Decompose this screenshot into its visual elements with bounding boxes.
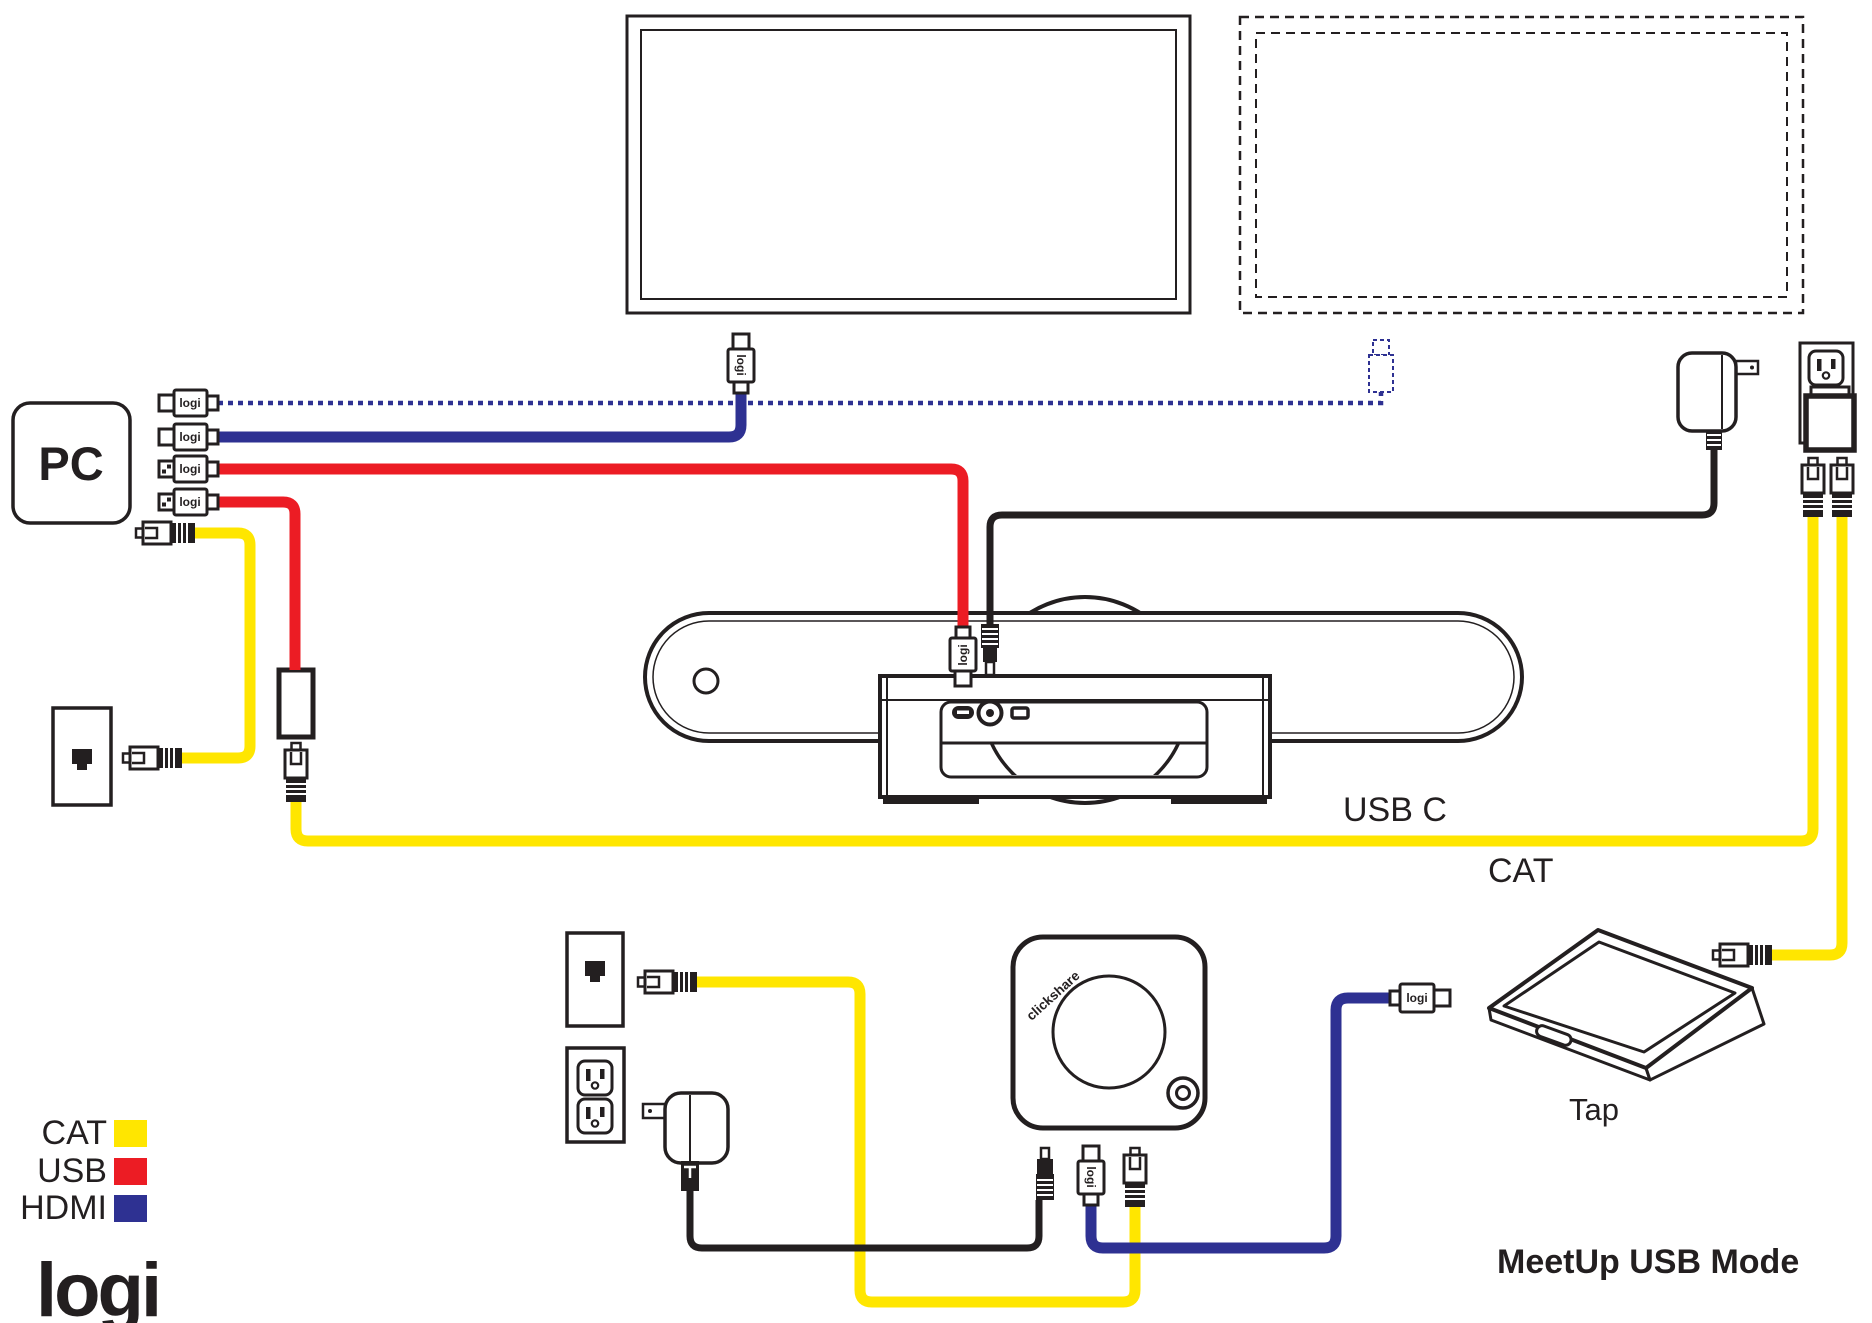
usb-c-label: USB C xyxy=(1343,791,1447,829)
ethernet-wall-plate-left xyxy=(51,706,113,807)
adapter-body xyxy=(663,1091,730,1165)
clickshare-button xyxy=(1166,1076,1200,1110)
cat-power-injector-block xyxy=(1803,393,1857,453)
tap-controller xyxy=(1487,928,1766,1082)
svg-text:logi: logi xyxy=(1406,991,1427,1005)
legend-usb-label: USB xyxy=(37,1152,107,1190)
injector-rj45-connector-left xyxy=(1800,456,1826,519)
outlet-socket-icon xyxy=(576,1059,614,1097)
duplex-outlet-plate xyxy=(565,1046,626,1144)
outlet-socket-icon xyxy=(1807,349,1845,387)
power-port xyxy=(976,699,1004,727)
logi-logo: logi xyxy=(36,1248,159,1323)
meetup-camera-bar xyxy=(643,595,1524,805)
mode-title: MeetUp USB Mode xyxy=(1497,1243,1799,1281)
tap-label: Tap xyxy=(1569,1092,1619,1127)
injector-rj45-connector-right xyxy=(1829,456,1855,519)
legend-cat-label: CAT xyxy=(42,1114,107,1152)
aux-port xyxy=(1010,706,1030,720)
bracket-foot-right xyxy=(1171,797,1267,804)
pc-usb-connector-1 xyxy=(157,454,220,484)
pc-hdmi-connector-1 xyxy=(157,388,220,418)
tap-rj45-connector xyxy=(1711,942,1774,968)
cat-cable-wallplate-to-clickshare xyxy=(697,976,1141,1308)
bracket-foot-left xyxy=(883,797,979,804)
ethernet-wall-plate-bottom xyxy=(565,931,625,1028)
display-primary xyxy=(625,14,1192,315)
tap-screen xyxy=(1502,940,1737,1054)
legend-cat-swatch xyxy=(114,1120,147,1147)
cat-cable-pc-to-wallplate xyxy=(182,527,256,764)
clickshare-rj45-connector xyxy=(1122,1146,1148,1209)
wallplate-rj45-connector-bottom xyxy=(636,969,699,995)
tap-cable-slot xyxy=(1535,1024,1573,1047)
pc-usb-connector-2 xyxy=(157,487,220,517)
outlet-socket-icon xyxy=(576,1097,614,1135)
display-primary-screen xyxy=(640,29,1177,300)
hdmi-cable-clickshare-to-tap xyxy=(1085,992,1392,1254)
mount-bracket xyxy=(878,674,1272,804)
wall-outlet-top-right xyxy=(1798,341,1857,453)
cat-cable-injector-to-tap xyxy=(1772,515,1848,961)
usb-cat-extender-box xyxy=(276,667,316,740)
rear-port-panel xyxy=(939,700,1209,779)
cat-cable-extender-to-injector xyxy=(290,515,1819,847)
hdmi-cable-optional-dashed xyxy=(218,392,1384,406)
power-cord-clickshare xyxy=(686,1191,1043,1252)
cables xyxy=(182,391,1848,1308)
legend-hdmi-swatch xyxy=(114,1195,147,1222)
clickshare-device: clickshare xyxy=(1010,934,1208,1131)
power-adapter-bottom xyxy=(641,1091,730,1191)
usb-c-port xyxy=(952,706,974,719)
legend-usb-swatch xyxy=(114,1158,147,1185)
mic-hole xyxy=(692,667,720,695)
display1-hdmi-connector xyxy=(726,332,756,395)
meetup-power-connector xyxy=(981,624,999,677)
legend: CAT USB HDMI xyxy=(20,1114,147,1227)
adapter-barrel xyxy=(1706,430,1722,450)
pc-rj45-connector xyxy=(134,520,197,546)
adapter-barrel xyxy=(681,1161,699,1191)
usb-cable-pc-to-meetup xyxy=(218,463,969,627)
pc-hdmi-connector-2 xyxy=(157,422,220,452)
extender-rj45-connector xyxy=(283,741,309,804)
usb-cable-pc-to-extender xyxy=(218,496,301,670)
clickshare-usb-connector xyxy=(1076,1144,1106,1207)
wallplate-rj45-connector-left xyxy=(121,745,184,771)
display-optional-frame xyxy=(1238,15,1805,315)
power-adapter-top xyxy=(1676,351,1760,450)
power-cord-meetup xyxy=(986,450,1718,626)
clickshare-ring xyxy=(1051,974,1167,1090)
adapter-prong xyxy=(1734,359,1760,376)
pc-box: PC xyxy=(11,401,132,525)
hdmi-cable-display1 xyxy=(218,391,747,443)
display-optional-dashed xyxy=(1238,15,1805,315)
cat-label: CAT xyxy=(1488,852,1553,890)
legend-hdmi-label: HDMI xyxy=(20,1189,107,1227)
tap-hdmi-connector: logi xyxy=(1388,982,1452,1014)
display2-hdmi-connector-dashed xyxy=(1368,339,1394,393)
display-optional-screen xyxy=(1255,32,1788,298)
clickshare-power-connector xyxy=(1036,1146,1054,1200)
adapter-body xyxy=(1676,351,1738,433)
pc-label: PC xyxy=(38,437,103,490)
